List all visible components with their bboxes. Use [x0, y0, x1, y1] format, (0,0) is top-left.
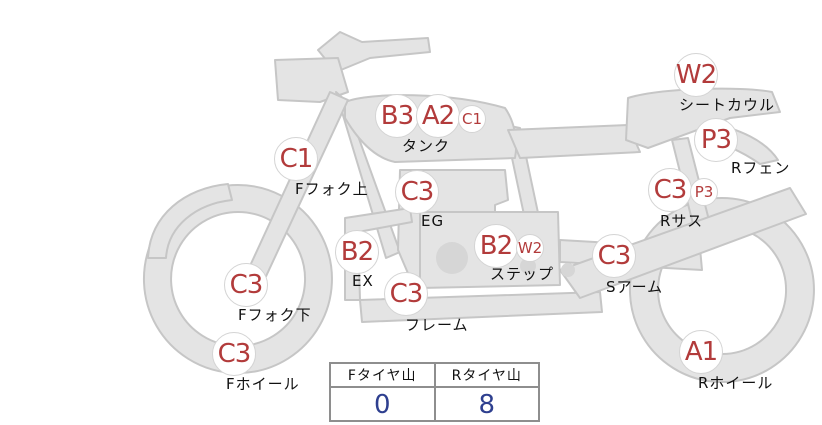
- rear-tire-value: 8: [433, 388, 539, 422]
- step-grade-w2-badge: W2: [516, 234, 544, 262]
- engine-label: EG: [421, 212, 445, 230]
- rwheel-grade-badge: A1: [679, 330, 723, 374]
- engine-cover: [436, 242, 468, 274]
- rsus-label: Rサス: [660, 212, 704, 230]
- sarm-grade-badge: C3: [592, 234, 636, 278]
- rear-tire-header: Rタイヤ山: [433, 364, 539, 386]
- rfender-grade-badge: P3: [694, 118, 738, 162]
- tire-tread-table: Fタイヤ山 Rタイヤ山 0 8: [329, 362, 540, 422]
- frame-grade-badge: C3: [384, 272, 428, 316]
- rsus-grade-p3-badge: P3: [690, 178, 718, 206]
- front-fender: [147, 183, 233, 259]
- seat-cowl: [625, 87, 781, 149]
- exhaust-label: EX: [352, 272, 374, 290]
- step-label: ステップ: [490, 265, 555, 283]
- fwheel-grade-badge: C3: [212, 332, 256, 376]
- tank-grade-a2-badge: A2: [416, 94, 460, 138]
- fwheel-label: Fホイール: [226, 375, 300, 393]
- tank-grade-c1-badge: C1: [458, 105, 486, 133]
- tank-label: タンク: [402, 137, 451, 155]
- footpeg: [520, 258, 536, 274]
- ffork-upper-grade-badge: C1: [274, 137, 318, 181]
- step-grade-b2-badge: B2: [474, 224, 518, 268]
- front-tire-value: 0: [373, 390, 391, 420]
- exhaust-grade-badge: B2: [335, 230, 379, 274]
- sprocket: [561, 263, 575, 277]
- seatcowl-grade-badge: W2: [674, 53, 718, 97]
- ffork-lower-label: Fフォク下: [238, 306, 312, 324]
- ffork-upper-label: Fフォク上: [295, 180, 369, 198]
- engine-grade-badge: C3: [395, 170, 439, 214]
- rfender-label: Rフェン: [731, 159, 791, 177]
- seatcowl-label: シートカウル: [679, 96, 776, 114]
- seat: [507, 124, 641, 159]
- ffork-lower-grade-badge: C3: [224, 263, 268, 307]
- frame-label: フレーム: [405, 316, 469, 334]
- rwheel-label: Rホイール: [698, 374, 774, 392]
- front-tire-header: Fタイヤ山: [347, 368, 417, 384]
- sarm-label: Sアーム: [606, 278, 664, 296]
- tank-grade-b3-badge: B3: [375, 94, 419, 138]
- rsus-grade-c3-badge: C3: [648, 168, 692, 212]
